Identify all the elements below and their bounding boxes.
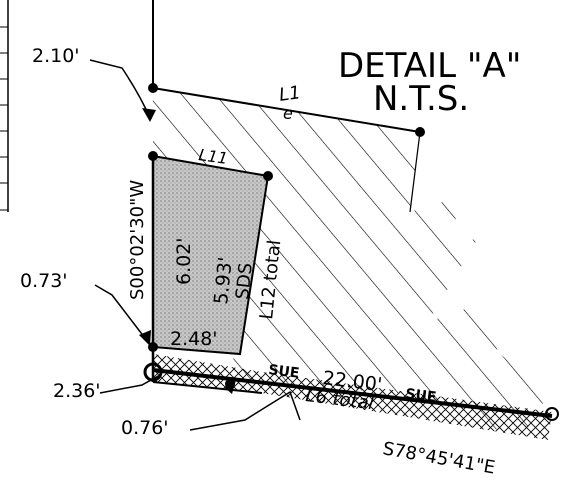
crosshatch-strip bbox=[153, 354, 552, 440]
line-label-e: e bbox=[283, 104, 293, 123]
node-circle bbox=[545, 407, 559, 421]
line-label-l11: L11 bbox=[197, 145, 229, 168]
node-circle bbox=[143, 362, 163, 382]
sds-label: SDS bbox=[232, 262, 257, 301]
node-dot bbox=[148, 342, 158, 352]
line-label-l1: L1 bbox=[278, 82, 302, 106]
table-fragment bbox=[0, 0, 9, 212]
hatched-area bbox=[153, 88, 548, 440]
node-dot bbox=[263, 171, 273, 181]
dim-label: 5.93' bbox=[210, 256, 237, 306]
node-dot bbox=[148, 83, 158, 93]
sue-label: SUE bbox=[268, 362, 301, 382]
sue-label: SUE bbox=[405, 386, 438, 406]
detail-scale: N.T.S. bbox=[373, 79, 469, 119]
detail-title: DETAIL "A" bbox=[338, 46, 521, 86]
dim-label: 2.48' bbox=[170, 328, 218, 350]
dim-label: 0.73' bbox=[20, 270, 68, 292]
dim-label: 2.10' bbox=[32, 45, 80, 67]
node-dot bbox=[415, 127, 425, 137]
node-dot bbox=[148, 151, 158, 161]
bearing-east: S78°45'41"E bbox=[381, 438, 497, 478]
dim-label: 6.02' bbox=[173, 237, 195, 285]
dim-label: 0.76' bbox=[121, 417, 169, 439]
dim-label: 2.36' bbox=[53, 380, 101, 402]
bearing-west: S00°02'30"W bbox=[127, 180, 148, 300]
